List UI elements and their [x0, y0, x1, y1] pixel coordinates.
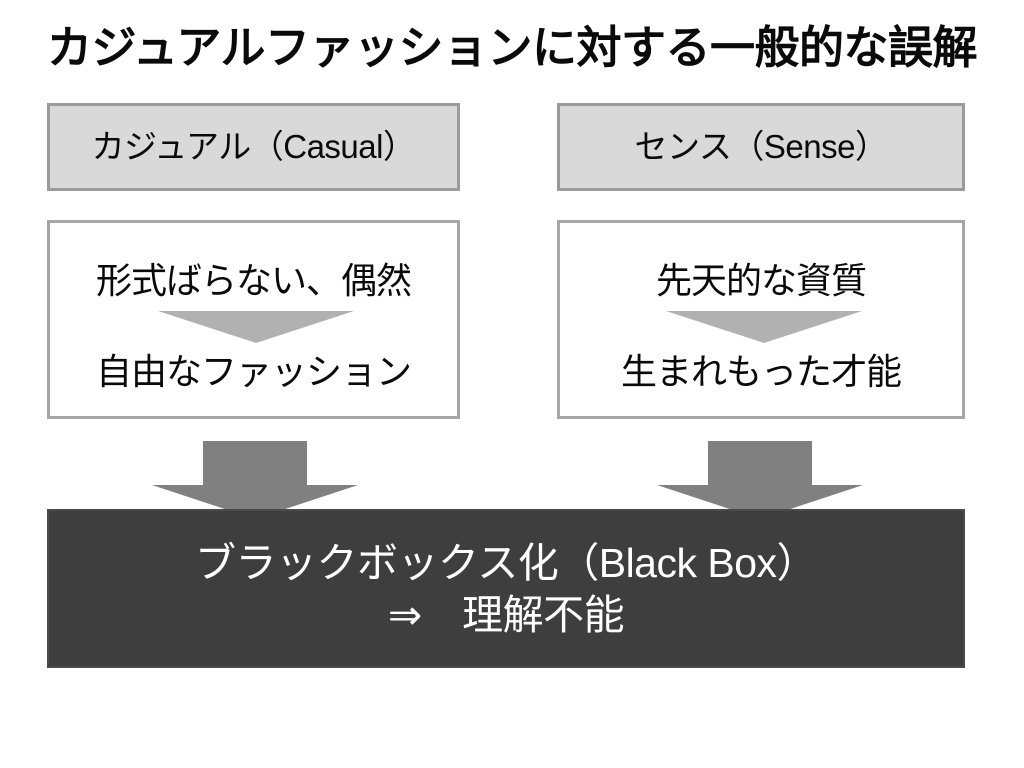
column-header-sense: センス（Sense）	[557, 103, 965, 191]
page-title: カジュアルファッションに対する一般的な誤解	[46, 22, 978, 73]
conclusion-line-2: ⇒ 理解不能	[387, 591, 625, 638]
premise-casual: 形式ばらない、偶然	[95, 260, 412, 301]
down-block-arrow-icon	[152, 441, 358, 519]
conclusion-casual: 自由なファッション	[95, 351, 412, 392]
down-triangle-icon	[158, 311, 354, 343]
column-header-casual: カジュアル（Casual）	[47, 103, 460, 191]
conclusion-box: ブラックボックス化（Black Box） ⇒ 理解不能	[47, 509, 965, 668]
column-body-casual: 形式ばらない、偶然 自由なファッション	[47, 220, 460, 419]
arrow-shaft	[203, 441, 307, 487]
conclusion-sense: 生まれもった才能	[620, 351, 902, 392]
column-header-sense-label: センス（Sense）	[634, 128, 888, 165]
column-header-casual-label: カジュアル（Casual）	[91, 128, 416, 165]
conclusion-line-1: ブラックボックス化（Black Box）	[194, 539, 818, 586]
arrow-shaft	[708, 441, 812, 487]
down-triangle-icon	[666, 311, 862, 343]
premise-sense: 先天的な資質	[655, 260, 867, 301]
column-body-sense: 先天的な資質 生まれもった才能	[557, 220, 965, 419]
down-block-arrow-icon	[657, 441, 863, 519]
